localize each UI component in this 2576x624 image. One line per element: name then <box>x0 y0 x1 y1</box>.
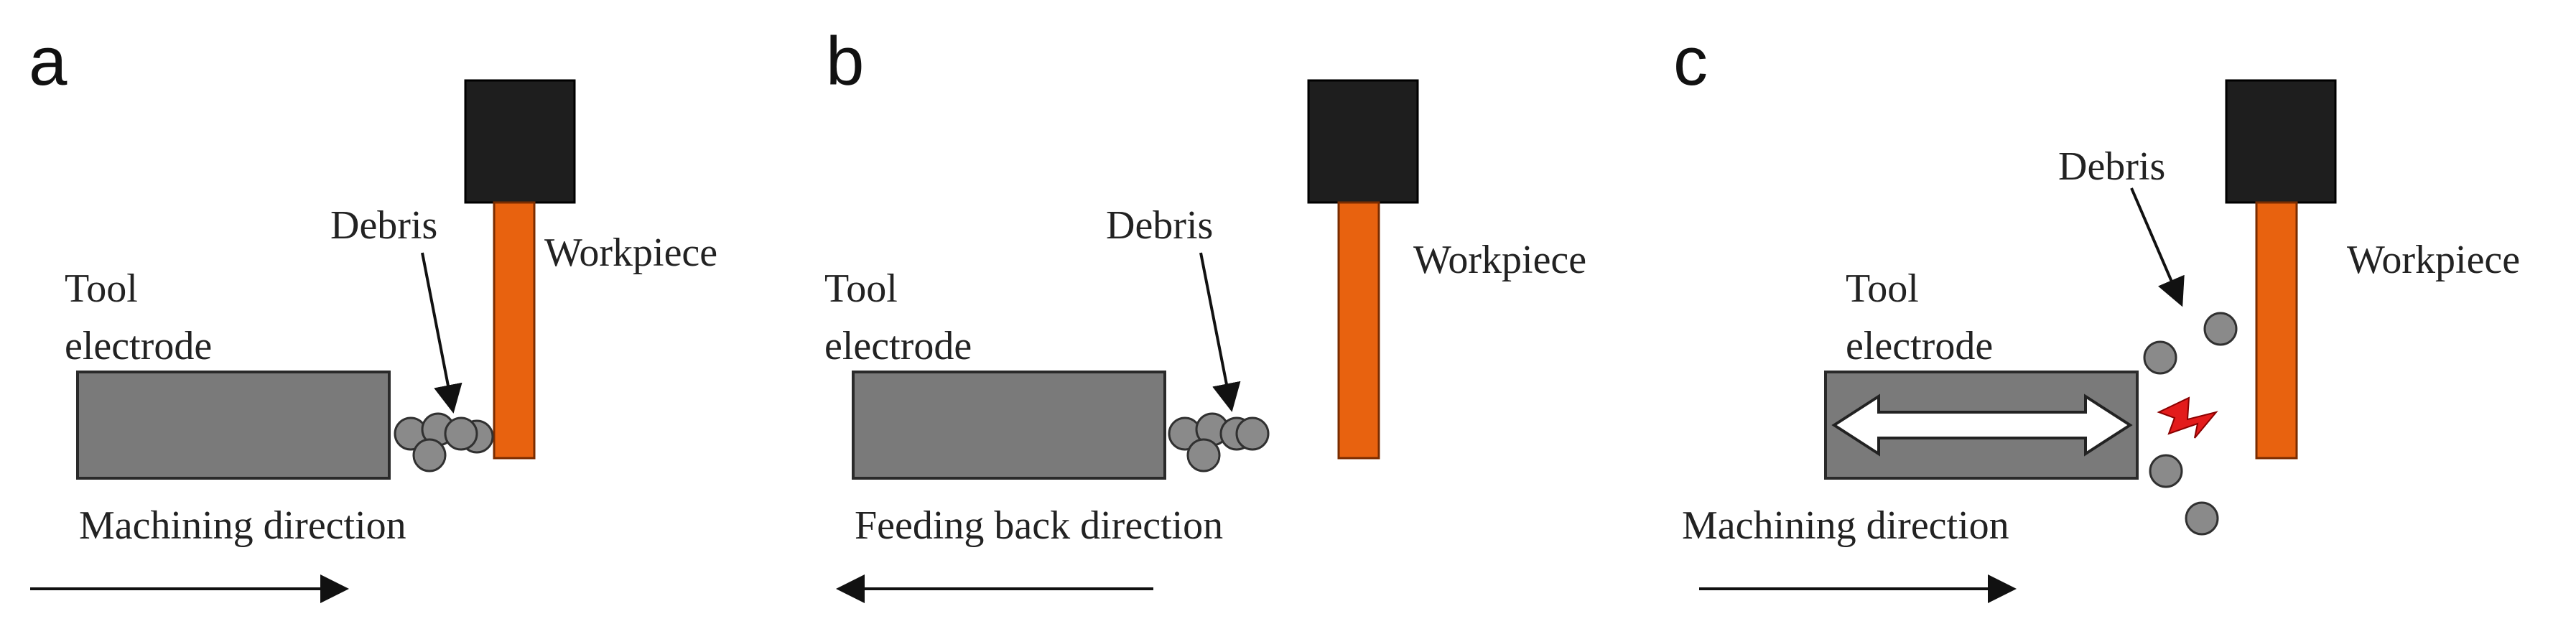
panel-b: b Tool electrode Debris Workpiece Feedin… <box>824 23 1586 603</box>
panel-c-workpiece-label: Workpiece <box>2347 238 2520 282</box>
panel-b-letter: b <box>826 23 864 100</box>
panel-a-tool-electrode <box>76 371 391 480</box>
panel-a-letter: a <box>29 23 68 100</box>
panel-a-debris-pointer <box>421 252 462 414</box>
panel-a-tool-label-2: electrode <box>65 324 212 368</box>
panel-c-debris <box>2203 312 2238 346</box>
panel-c-direction-label: Machining direction <box>1682 503 2009 548</box>
panel-b-debris-pointer <box>1199 252 1241 412</box>
panel-c-debris <box>2185 501 2219 536</box>
panel-c-workpiece-holder <box>2225 79 2337 204</box>
panel-c-debris <box>2143 340 2177 375</box>
panel-b-workpiece <box>1337 201 1380 460</box>
panel-c-debris-label: Debris <box>2058 144 2165 189</box>
panel-b-debris <box>1235 416 1270 451</box>
panel-a-workpiece-label: Workpiece <box>544 230 717 275</box>
panel-a-workpiece <box>493 201 536 460</box>
panel-b-tool-label-2: electrode <box>824 324 972 368</box>
panel-a-debris <box>444 416 478 451</box>
panel-b-workpiece-label: Workpiece <box>1413 238 1586 282</box>
panel-c-letter: c <box>1673 23 1708 100</box>
panel-c-debris-pointer <box>2130 187 2185 307</box>
panel-c-tool-label-2: electrode <box>1846 324 1993 368</box>
panel-c: c Tool electrode Debris Workpiece Machin… <box>1673 23 2520 603</box>
panel-a-tool-label-1: Tool <box>65 266 138 311</box>
panel-b-workpiece-holder <box>1307 79 1419 204</box>
panel-a-direction-label: Machining direction <box>79 503 406 548</box>
panel-a-debris <box>412 438 447 472</box>
panel-c-workpiece <box>2255 201 2298 460</box>
panel-c-spark-icon <box>2157 396 2218 439</box>
panel-b-tool-label-1: Tool <box>824 266 898 311</box>
panel-b-debris-label: Debris <box>1106 203 1213 248</box>
panel-c-tool-label-1: Tool <box>1846 266 1919 311</box>
panel-c-oscillation-arrow <box>1831 394 2133 457</box>
panel-b-direction-label: Feeding back direction <box>855 503 1223 548</box>
panel-a: a Tool electrode Debris Workpiece Machin… <box>29 23 717 603</box>
panel-b-debris <box>1186 438 1221 472</box>
panel-c-debris <box>2149 454 2183 488</box>
panel-a-workpiece-holder <box>464 79 576 204</box>
panel-b-tool-electrode <box>852 371 1166 480</box>
panel-a-debris-label: Debris <box>330 203 437 248</box>
